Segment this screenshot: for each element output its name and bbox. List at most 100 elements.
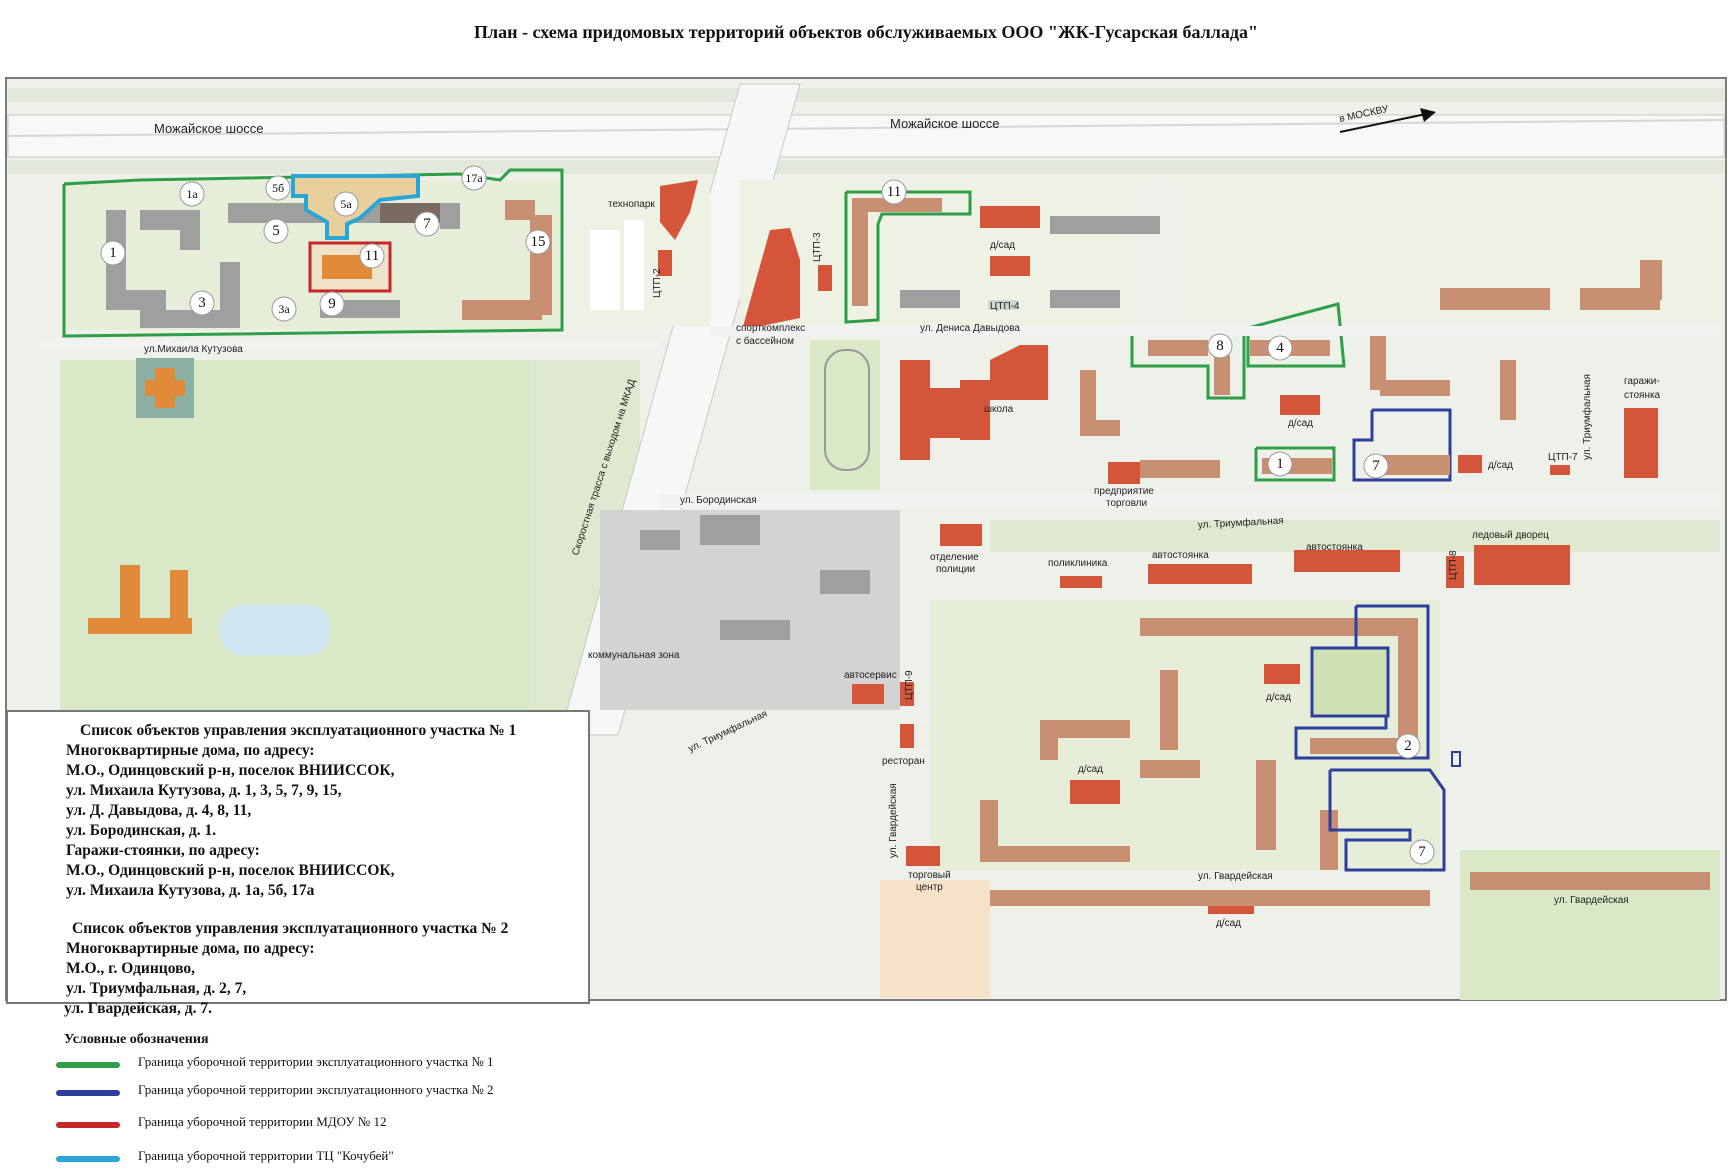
house-num-5: 5 — [272, 223, 280, 239]
house-num-7b: 7 — [1372, 458, 1380, 474]
house-num-8: 8 — [1216, 338, 1224, 354]
legend-swatch-zone1 — [56, 1062, 120, 1068]
house-num-15: 15 — [531, 234, 546, 250]
house-num-17a: 17а — [465, 171, 483, 185]
label-parking-2: автостоянка — [1306, 542, 1363, 553]
mall-building — [906, 846, 940, 866]
map-title: План - схема придомовых территорий объек… — [474, 22, 1258, 42]
zone1-border-nw — [62, 168, 564, 338]
ice-palace-building — [1474, 545, 1570, 585]
zone2-marker — [1451, 751, 1461, 767]
house-num-3: 3 — [198, 295, 206, 311]
label-school: школа — [984, 404, 1014, 415]
label-kindergarten-south-3: д/сад — [1216, 918, 1241, 929]
ctp9-building — [900, 682, 914, 706]
label-triumfalnaya-east: ул. Триумфальная — [1581, 374, 1593, 460]
ctp7-building — [1550, 465, 1570, 475]
label-technopark: технопарк — [608, 199, 655, 210]
zone1-line7: М.О., Одинцовский р-н, поселок ВНИИССОК, — [66, 862, 395, 879]
label-communal-zone: коммунальная зона — [588, 650, 680, 661]
legend-swatch-mdou — [56, 1122, 120, 1128]
street-davydova — [710, 326, 1720, 336]
kindergarten-center — [980, 206, 1040, 276]
house-num-5b: 5б — [272, 181, 284, 195]
legend-title: Условные обозначения — [64, 1032, 209, 1047]
kindergarten-7a — [1458, 455, 1482, 473]
label-ctp9: ЦТП-9 — [904, 670, 915, 700]
label-kutuzova: ул.Михаила Кутузова — [144, 344, 243, 355]
label-kindergarten-south-2: д/сад — [1266, 692, 1291, 703]
arrow-head-icon — [1420, 108, 1436, 122]
parkland-west — [60, 360, 530, 710]
ctp4-building — [988, 300, 1018, 310]
label-garage-1: гаражи- — [1624, 376, 1660, 387]
house-num-1b: 1 — [1276, 456, 1284, 472]
label-restaurant: ресторан — [882, 756, 925, 767]
autoservice-building — [852, 684, 884, 704]
ctp8-building — [1446, 556, 1464, 588]
kindergarten-south — [1070, 780, 1120, 804]
label-kindergarten-south: д/сад — [1078, 764, 1103, 775]
hospital-complex — [88, 565, 192, 634]
building-11b — [852, 198, 942, 306]
street-borodinskaya — [660, 494, 1720, 508]
objects-list-panel: Список объектов управления эксплуатацион… — [6, 710, 590, 1004]
legend-label-zone2: Граница уборочной территории эксплуатаци… — [138, 1082, 494, 1097]
legend-item-zone1: Граница уборочной территории эксплуатаци… — [56, 1054, 616, 1074]
kindergarten-south-2 — [1264, 664, 1300, 684]
label-borodinskaya: ул. Бородинская — [680, 495, 757, 506]
label-sportcomplex-2: с бассейном — [736, 335, 794, 347]
ne-housing-mid — [1080, 330, 1516, 478]
label-clinic: поликлиника — [1048, 558, 1108, 569]
trade-enterprise-building — [1108, 462, 1140, 484]
label-mall-2: центр — [916, 882, 943, 893]
cross-building — [136, 358, 194, 418]
zone1-border-11 — [844, 190, 972, 324]
house-num-4: 4 — [1276, 340, 1284, 356]
legend-label-tc: Граница уборочной территории ТЦ "Кочубей… — [138, 1148, 394, 1163]
house-num-9: 9 — [328, 296, 336, 312]
label-kindergarten-ne: д/сад — [1288, 418, 1313, 429]
label-kindergarten-7a: д/сад — [1488, 460, 1513, 471]
house-num-5a: 5а — [340, 197, 352, 211]
label-trade-2: торговли — [1106, 498, 1147, 509]
parking-grid — [590, 220, 644, 310]
label-ctp8: ЦТП-8 — [1448, 550, 1459, 580]
zone1-line5: ул. Бородинская, д. 1. — [66, 822, 217, 839]
pond — [220, 605, 330, 655]
center-grey-block-3 — [1050, 216, 1160, 234]
zone2-border-7c — [1328, 768, 1446, 872]
label-sportcomplex-1: спорткомплекс — [736, 323, 805, 334]
zone2-border-7a — [1352, 408, 1452, 482]
house-num-1: 1 — [109, 245, 117, 261]
parking-building-2 — [1294, 550, 1400, 572]
ne-buildings — [1440, 260, 1662, 310]
house-num-1a: 1а — [186, 187, 198, 201]
label-mozhaisk-east: Можайское шоссе — [890, 116, 1000, 131]
clinic-building — [1060, 576, 1102, 588]
building-2 — [1310, 618, 1418, 754]
legend-swatch-tc — [56, 1156, 120, 1162]
label-trade-1: предприятие — [1094, 486, 1154, 497]
south-housing — [980, 618, 1400, 870]
stadium-track — [824, 349, 870, 471]
label-police-2: полиции — [936, 564, 975, 575]
legend-label-mdou: Граница уборочной территории МДОУ № 12 — [138, 1114, 387, 1129]
house-num-11b: 11 — [887, 184, 901, 200]
label-gvardeyskaya-mid: ул. Гвардейская — [1198, 871, 1273, 882]
technopark-building — [660, 180, 698, 240]
legend-item-zone2: Граница уборочной территории эксплуатаци… — [56, 1082, 616, 1102]
label-police-1: отделение — [930, 552, 979, 563]
legend-item-tc: Граница уборочной территории ТЦ "Кочубей… — [56, 1148, 616, 1168]
label-ctp4: ЦТП-4 — [990, 301, 1020, 312]
zone2-heading: Список объектов управления эксплуатацион… — [72, 920, 509, 937]
house-num-7c: 7 — [1418, 844, 1426, 860]
mall-land — [880, 880, 990, 998]
house-num-11: 11 — [365, 248, 379, 264]
label-ctp2: ЦТП-2 — [652, 268, 663, 298]
zone1-line2: М.О., Одинцовский р-н, поселок ВНИИССОК, — [66, 762, 395, 779]
ctp2-building — [658, 250, 672, 276]
building-7a — [1380, 455, 1450, 475]
center-grey-block-2 — [1050, 290, 1120, 308]
